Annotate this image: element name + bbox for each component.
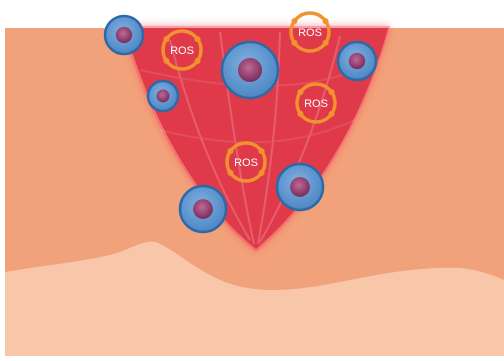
ros-electron-dot bbox=[195, 58, 201, 64]
cell-nucleus bbox=[193, 199, 213, 219]
cell bbox=[105, 16, 143, 54]
ros-label: ROS bbox=[170, 45, 194, 57]
cell-nucleus bbox=[116, 27, 132, 43]
ros-electron-dot bbox=[329, 111, 335, 117]
ros-electron-dot bbox=[323, 40, 329, 46]
ros-label: ROS bbox=[234, 157, 258, 169]
ros-electron-dot bbox=[259, 170, 265, 176]
ros-electron-dot bbox=[163, 58, 169, 64]
ros-label: ROS bbox=[304, 98, 328, 110]
cell bbox=[148, 81, 178, 111]
ros-electron-dot bbox=[323, 18, 329, 24]
ros-electron-dot bbox=[291, 40, 297, 46]
cell-nucleus bbox=[349, 53, 365, 69]
ros-electron-dot bbox=[227, 170, 233, 176]
ros-electron-dot bbox=[329, 89, 335, 95]
cell-nucleus bbox=[290, 177, 310, 197]
cell-nucleus bbox=[157, 90, 170, 103]
ros-electron-dot bbox=[291, 18, 297, 24]
ros-electron-dot bbox=[297, 89, 303, 95]
cell bbox=[180, 186, 226, 232]
cell-nucleus bbox=[238, 58, 262, 82]
ros-electron-dot bbox=[259, 148, 265, 154]
ros-electron-dot bbox=[163, 36, 169, 42]
ros-electron-dot bbox=[227, 148, 233, 154]
ros-label: ROS bbox=[298, 27, 322, 39]
ros-electron-dot bbox=[195, 36, 201, 42]
ros-electron-dot bbox=[297, 111, 303, 117]
cell bbox=[338, 42, 376, 80]
cell bbox=[277, 164, 323, 210]
cell bbox=[222, 42, 278, 98]
